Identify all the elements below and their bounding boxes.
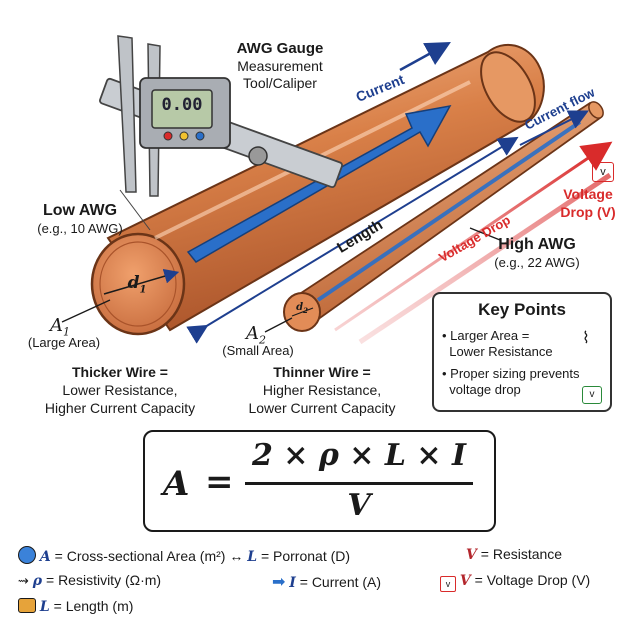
voltage-drop-arrow-2 xyxy=(358,172,612,345)
current-flow-arrow xyxy=(519,110,589,146)
thicker-line2: Lower Resistance, xyxy=(62,382,178,398)
a1-desc: (Large Area) xyxy=(27,335,101,350)
blue-arrow-icon: ➡ xyxy=(272,574,286,591)
tool-title: AWG Gauge xyxy=(236,40,324,57)
thinner-line2: Higher Resistance, xyxy=(262,382,382,398)
d1-label: d1 xyxy=(127,273,147,296)
a2-desc: (Small Area) xyxy=(222,343,294,358)
legend-item-current: ➡ I = Current (A) xyxy=(272,574,382,591)
low-awg-example: (e.g., 10 AWG) xyxy=(37,221,123,236)
a1-label: A1 xyxy=(50,315,70,339)
high-awg-label: High AWG xyxy=(498,236,576,253)
caliper-icon xyxy=(99,35,343,231)
length-arrow xyxy=(186,136,519,344)
formula-denominator: V xyxy=(347,488,371,523)
low-awg-label: Low AWG xyxy=(42,202,118,219)
a2-label: A2 xyxy=(246,323,266,347)
voltmeter-icon: v xyxy=(592,162,614,182)
key-points-box: Key Points • Larger Area = Lower Resista… xyxy=(432,292,612,412)
voltage-drop-arrow-1 xyxy=(334,141,613,332)
caliper-display: 0.00 xyxy=(161,95,203,115)
key-point-1: • Larger Area = Lower Resistance xyxy=(442,328,553,359)
formula-fraction-bar xyxy=(245,482,473,485)
formula-box: A = 2 × ρ × L × I V xyxy=(143,430,496,532)
thinner-line3: Lower Current Capacity xyxy=(248,400,396,416)
voltmeter-icon: v xyxy=(440,576,456,592)
tool-sub1: Measurement xyxy=(237,58,323,74)
voltage-drop-right-1: Voltage xyxy=(563,186,613,202)
legend-item-length: L = Length (m) xyxy=(18,598,133,615)
voltmeter-icon: v xyxy=(582,386,602,404)
legend-item-resistivity: ⇝ ρ = Resistivity (Ω·m) xyxy=(18,572,162,589)
formula-numerator: 2 × ρ × L × I xyxy=(251,438,467,473)
tool-sub2: Tool/Caliper xyxy=(243,75,317,91)
key-points-title: Key Points xyxy=(478,300,566,319)
resistor-icon: ⇝ xyxy=(18,573,29,588)
resistor-icon: ⌇ xyxy=(582,330,590,347)
formula-lhs: A xyxy=(163,464,190,504)
high-awg-example: (e.g., 22 AWG) xyxy=(494,255,580,270)
thicker-title: Thicker Wire = xyxy=(72,364,168,380)
legend-item-resistance: V = Resistance xyxy=(466,546,563,563)
legend-item-voltage-drop: v V = Voltage Drop (V) xyxy=(440,572,590,592)
key-point-2: • Proper sizing prevents voltage drop xyxy=(442,366,580,397)
formula-equals: = xyxy=(205,462,234,502)
thinner-title: Thinner Wire = xyxy=(273,364,371,380)
current-top-arrow xyxy=(399,41,451,72)
tape-measure-icon xyxy=(18,598,36,613)
legend-item-area: A = Cross-sectional Area (m²) ↔ L = Porr… xyxy=(18,546,350,565)
thicker-line3: Higher Current Capacity xyxy=(44,400,196,416)
d2-label: d2 xyxy=(296,302,308,315)
area-circle-icon xyxy=(18,546,36,564)
voltage-drop-right-2: Drop (V) xyxy=(560,204,616,220)
